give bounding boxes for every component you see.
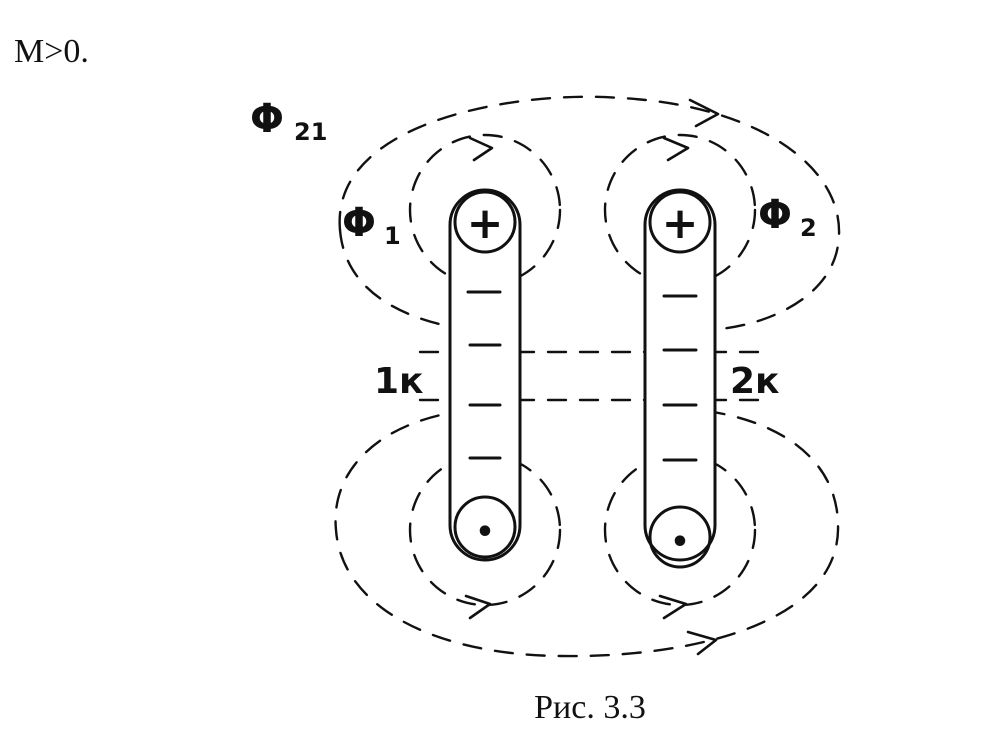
flux-1-symbol: Φ [342, 200, 376, 246]
coil-1 [448, 188, 522, 562]
condition-text: M>0. [14, 33, 89, 70]
coil-1-label: 1к [374, 361, 423, 402]
coil-2-dot-symbol: • [670, 525, 689, 560]
coil-2-label: 2к [730, 361, 779, 402]
flux-1-arrow-top [468, 136, 494, 162]
mutual-flux-top-loop [338, 95, 841, 332]
mutual-flux-arrow-top [688, 98, 720, 128]
flux-2-subscript: 2 [800, 214, 817, 242]
flux-mutual-subscript: 21 [294, 118, 327, 146]
flux-mutual-label: Φ 21 [250, 96, 327, 146]
mutual-flux-bottom-loop [334, 408, 840, 658]
flux-1-subscript: 1 [384, 222, 401, 250]
coil-2-plus-symbol: + [662, 198, 699, 249]
flux-2-symbol: Φ [758, 192, 792, 238]
coil-1-plus-symbol: + [467, 198, 504, 249]
flux-1-label: Φ 1 [342, 200, 401, 250]
coil-2 [643, 188, 717, 569]
flux-2-arrow-bottom [658, 594, 688, 620]
coil-1-dot-symbol: • [475, 515, 494, 550]
flux-2-arrow-top [662, 136, 690, 162]
figure-caption: Рис. 3.3 [534, 689, 646, 726]
mutual-flux-arrow-bottom [686, 630, 718, 656]
flux-1-arrow-bottom [464, 594, 492, 620]
flux-2-label: Φ 2 [758, 192, 817, 242]
mutual-flux-middle-lines [418, 350, 762, 402]
flux-mutual-symbol: Φ [250, 96, 284, 142]
